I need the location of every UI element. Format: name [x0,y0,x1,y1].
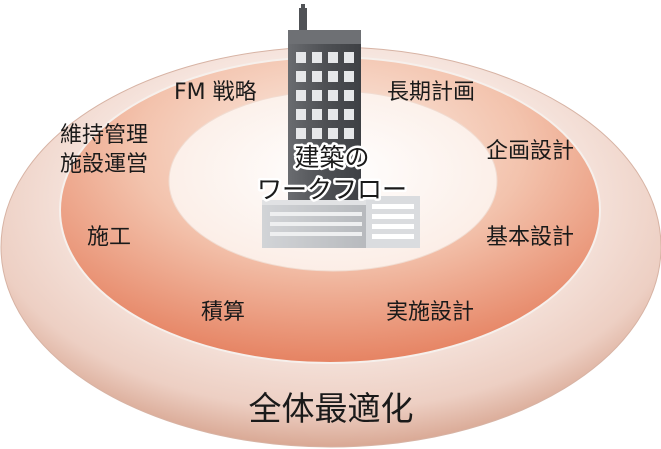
label-long-term-plan: 長期計画 [387,80,475,105]
label-basic-design: 基本設計 [486,225,574,250]
office-building-icon [262,4,420,248]
label-planning-design: 企画設計 [486,139,574,164]
label-detailed-design: 実施設計 [386,300,474,325]
label-fm-strategy: FM 戦略 [174,80,257,105]
label-estimation: 積算 [201,300,245,325]
center-title-line2: ワークフロー [257,175,407,204]
center-title-line1: 建築の [294,143,369,172]
label-overall-optimization: 全体最適化 [249,389,414,428]
label-maintenance-line1: 維持管理 [60,123,148,148]
label-construction: 施工 [87,225,131,250]
label-maintenance-line2: 施設運営 [60,152,148,177]
